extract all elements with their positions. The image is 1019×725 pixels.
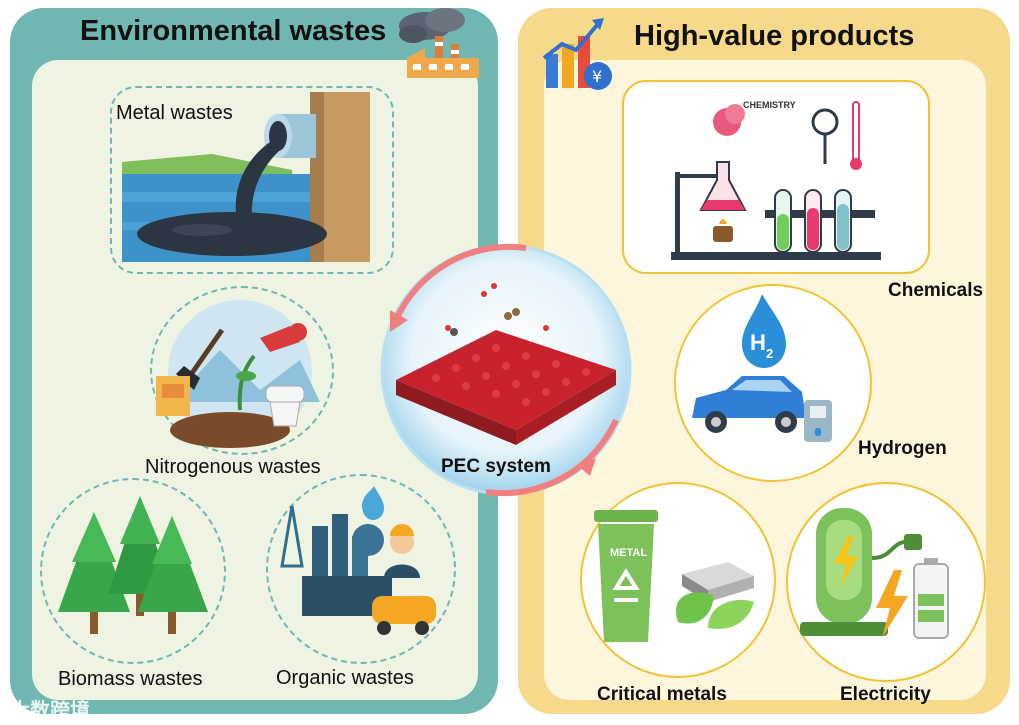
- watermark-logo: 大数跨境: [10, 694, 90, 723]
- trees-illustration: [48, 492, 218, 642]
- charging-station-illustration: [796, 498, 976, 658]
- environmental-wastes-title: Environmental wastes: [80, 15, 386, 48]
- growth-chart-icon: ¥: [540, 14, 620, 94]
- biomass-wastes-label: Biomass wastes: [58, 668, 203, 691]
- nitrogenous-illustration: [150, 290, 330, 450]
- svg-text:¥: ¥: [592, 67, 602, 86]
- high-value-products-title: High-value products: [634, 20, 914, 53]
- chemistry-lab-illustration: CHEMISTRY: [665, 92, 895, 262]
- metal-wastes-label: Metal wastes: [116, 102, 233, 125]
- electricity-label: Electricity: [840, 684, 931, 706]
- metal-recycling-illustration: METAL: [588, 492, 768, 662]
- critical-metals-label: Critical metals: [597, 684, 727, 706]
- svg-text:CHEMISTRY: CHEMISTRY: [743, 100, 796, 110]
- svg-text:METAL: METAL: [610, 547, 647, 559]
- pec-system-label: PEC system: [441, 456, 551, 478]
- svg-text:H: H: [750, 330, 766, 355]
- hydrogen-car-illustration: H 2: [686, 292, 856, 462]
- organic-wastes-label: Organic wastes: [276, 667, 414, 690]
- hydrogen-label: Hydrogen: [858, 438, 947, 460]
- refinery-illustration: [272, 486, 447, 646]
- svg-text:2: 2: [766, 346, 773, 361]
- chemicals-label: Chemicals: [888, 280, 983, 302]
- factory-icon: [395, 6, 485, 86]
- nitrogenous-wastes-label: Nitrogenous wastes: [145, 456, 321, 479]
